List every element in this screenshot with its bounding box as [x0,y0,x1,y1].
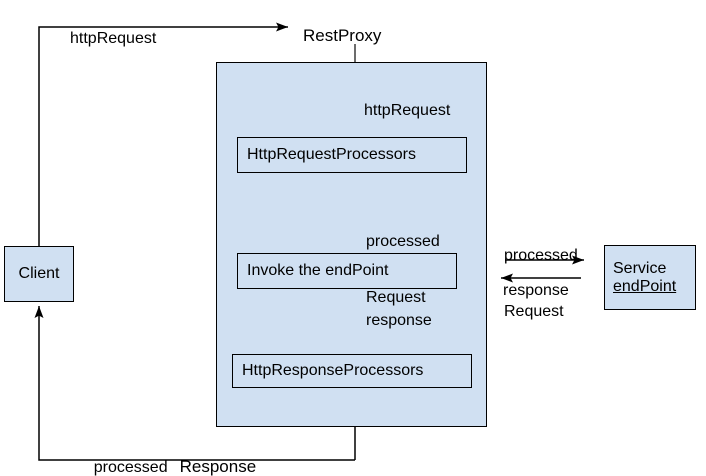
label-response-right: response [503,282,569,299]
label-processed-request-right-line2: Request [504,303,564,321]
label-processed-request-inner-line2: Request [366,289,426,307]
label-processed-response: processed Response [76,438,256,476]
node-http-request-processors-label: HttpRequestProcessors [247,146,416,164]
node-client[interactable]: Client [4,246,74,302]
node-http-response-processors[interactable]: HttpResponseProcessors [232,354,472,388]
label-processed-response-part2: Response [179,456,257,476]
node-invoke-endpoint-label: Invoke the endPoint [247,262,389,280]
node-http-request-processors[interactable]: HttpRequestProcessors [237,137,467,173]
label-response-inner: response [366,312,432,329]
node-http-response-processors-label: HttpResponseProcessors [242,362,424,380]
edge-client-to-restproxy [38,22,288,246]
node-service-endpoint-label-line2: endPoint [613,277,677,295]
node-service-endpoint-label-line1: Service [613,259,667,277]
label-processed-request-inner-line1: processed [366,232,440,250]
node-invoke-endpoint[interactable]: Invoke the endPoint [237,253,457,289]
node-service-endpoint[interactable]: Service endPoint [604,245,696,310]
label-processed-request-right: processed Request [504,209,578,360]
label-processed-request-inner: processed Request [366,195,440,346]
label-rest-proxy: RestProxy [303,26,382,45]
edge-restproxy-to-client-response [34,306,355,461]
label-http-request-outer: httpRequest [70,30,157,47]
node-client-label: Client [18,265,60,283]
label-processed-request-right-line1: processed [504,246,578,264]
label-http-request-inner: httpRequest [364,102,451,119]
label-processed-response-part1: processed [93,458,168,476]
